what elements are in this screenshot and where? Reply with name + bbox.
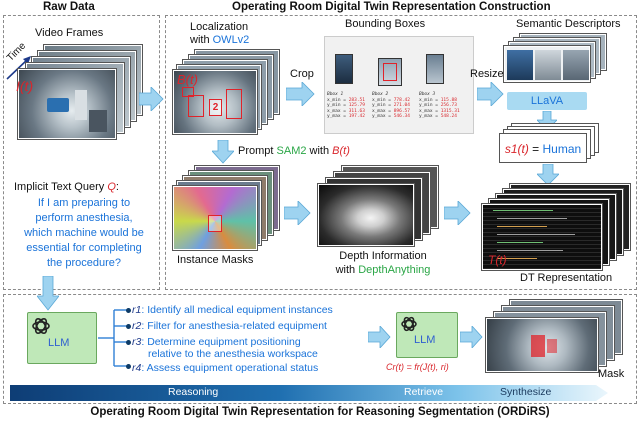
reasoning-panel	[3, 294, 637, 404]
step-dot-4	[126, 364, 131, 369]
reasoning-step-3-cont: relative to the anesthesia workspace	[148, 348, 318, 360]
localization-label: Localization with OWLv2	[190, 21, 250, 46]
arrow-llm-to-mask	[460, 326, 483, 348]
instance-mask-front	[173, 186, 257, 250]
reasoning-step-1: r1: Identify all medical equipment insta…	[132, 304, 333, 316]
bbox-values-3: Bbox 3 x_min = 115.88 y_min = 256.73 x_m…	[419, 92, 460, 119]
retrieve-formula: Cr(t) = fr(J(t), ri)	[386, 362, 449, 372]
reasoning-step-3: r3: Determine equipment positioning	[132, 336, 301, 348]
mask-label: Mask	[598, 368, 625, 380]
instance-masks-label: Instance Masks	[177, 254, 254, 266]
stage-retrieve: Retrieve	[404, 386, 444, 398]
step-dot-2	[126, 324, 131, 329]
localization-frame-front: 2	[173, 70, 257, 134]
mask-stack	[486, 300, 626, 372]
arrow-mask-to-depth	[284, 201, 311, 225]
time-arrow	[6, 56, 31, 80]
semantic-descriptors-label: Semantic Descriptors	[516, 18, 621, 30]
semantic-descriptor-front	[504, 46, 590, 82]
bbox-crop-1	[335, 54, 353, 84]
step-dot-3	[126, 340, 131, 345]
arrow-depth-to-dt	[444, 201, 471, 225]
dt-construction-title: Operating Room Digital Twin Representati…	[232, 1, 551, 13]
llm-block-2	[396, 312, 458, 358]
dt-construction-panel	[165, 15, 637, 290]
arrow-query-to-llm	[37, 276, 59, 311]
raw-data-panel	[3, 15, 160, 290]
llm-label-2: LLM	[414, 334, 436, 346]
depth-map-front	[318, 184, 414, 246]
stage-reasoning: Reasoning	[168, 386, 219, 398]
localization-frame-stack: 2	[173, 50, 281, 134]
video-frame-stack	[18, 45, 148, 140]
video-frame-front	[18, 69, 116, 139]
prompt-sam2-label: Prompt SAM2 with B(t)	[238, 145, 350, 157]
box-symbol: B(t)	[177, 72, 198, 87]
video-frames-label: Video Frames	[35, 27, 104, 39]
arrow-sam2-down	[212, 140, 234, 164]
stage-bar	[10, 385, 608, 401]
step-dot-1	[126, 308, 131, 313]
raw-data-title: Raw Data	[43, 1, 95, 13]
resize-label: Resize	[470, 68, 504, 80]
reasoning-step-4: r4: Assess equipment operational status	[132, 362, 319, 374]
query-text: If I am preparing to perform anesthesia,…	[24, 197, 144, 269]
llava-block: LLaVA	[507, 92, 587, 110]
footer-title: Operating Room Digital Twin Representati…	[90, 406, 550, 418]
descriptor-card-stack: s1(t) = Human	[500, 124, 600, 168]
frame-symbol: I(t)	[16, 78, 34, 94]
descriptor-card-front: s1(t) = Human	[500, 134, 586, 162]
llm-label-1: LLM	[48, 337, 70, 349]
instance-mask-stack	[173, 166, 281, 250]
mask-front	[486, 318, 598, 372]
dt-representation-stack	[482, 184, 632, 270]
arrow-crop	[286, 82, 315, 106]
bbox-crop-2	[378, 58, 402, 86]
bbox-values-2: Bbox 2 x_min = 778.42 y_min = 271.04 x_m…	[372, 92, 410, 119]
dt-symbol: T(t)	[488, 253, 507, 267]
bounding-boxes-label: Bounding Boxes	[345, 18, 426, 30]
reasoning-step-2: r2: Filter for anesthesia-related equipm…	[132, 320, 327, 332]
depth-label: Depth Information with DepthAnything	[335, 250, 431, 276]
llm-block-1	[27, 312, 97, 364]
arrow-raw-to-localization	[139, 87, 164, 111]
llm-logo-icon-1	[32, 317, 50, 335]
arrow-steps-to-llm	[368, 326, 391, 348]
arrow-resize	[477, 82, 504, 106]
reasoning-bracket	[98, 309, 130, 367]
stage-synthesize: Synthesize	[500, 386, 552, 398]
query-label: Implicit Text Query Q:	[14, 181, 119, 193]
bbox-crop-3	[426, 54, 444, 84]
dt-representation-label: DT Representation	[520, 272, 613, 284]
llm-logo-icon-2	[401, 316, 417, 332]
semantic-descriptor-stack	[504, 34, 608, 84]
depth-stack	[318, 166, 438, 246]
bbox-values-1: Bbox 1 x_min = 283.51 y_min = 125.79 x_m…	[327, 92, 365, 119]
arrow-descriptor-to-dt	[537, 164, 559, 186]
crop-label: Crop	[290, 68, 314, 80]
dt-representation-front	[482, 204, 602, 270]
